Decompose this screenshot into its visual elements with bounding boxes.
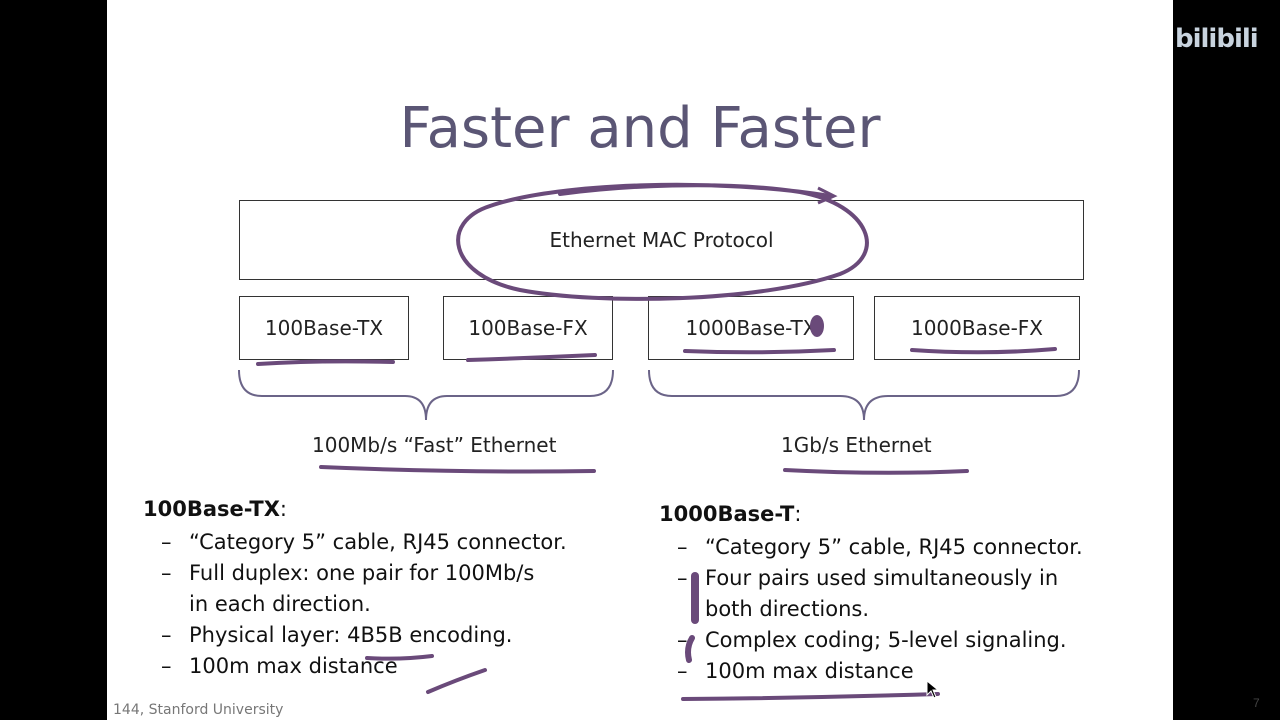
slide-title: Faster and Faster [399, 96, 881, 161]
bilibili-logo: bilibili [1175, 24, 1259, 54]
list-item-continuation: in each direction. [143, 589, 643, 620]
list-item: –“Category 5” cable, RJ45 connector. [659, 532, 1159, 563]
bullet-dash: – [161, 623, 172, 647]
list-item-text: “Category 5” cable, RJ45 connector. [705, 535, 1083, 559]
phy-box-label: 100Base-FX [468, 316, 588, 340]
group-label-gigabit-ethernet: 1Gb/s Ethernet [781, 433, 932, 457]
bullet-dash: – [161, 561, 172, 585]
phy-box-100base-tx: 100Base-TX [239, 296, 409, 360]
left-column-heading: 100Base-TX: [143, 497, 643, 521]
phy-box-1000base-tx: 1000Base-TX [648, 296, 854, 360]
left-heading-text: 100Base-TX [143, 497, 280, 521]
slide: Faster and Faster Ethernet MAC Protocol … [107, 0, 1260, 720]
mac-protocol-label: Ethernet MAC Protocol [549, 228, 774, 252]
phy-box-1000base-fx: 1000Base-FX [874, 296, 1080, 360]
right-heading-text: 1000Base-T [659, 502, 795, 526]
list-item-text: 100m max distance [705, 659, 914, 683]
phy-box-label: 1000Base-FX [910, 316, 1044, 340]
list-item: –Complex coding; 5-level signaling. [659, 625, 1159, 656]
bullet-dash: – [161, 654, 172, 678]
list-item-text: in each direction. [189, 592, 371, 616]
list-item-text: both directions. [705, 597, 870, 621]
list-item-text: Four pairs used simultaneously in [705, 566, 1059, 590]
phy-box-100base-fx: 100Base-FX [443, 296, 613, 360]
list-item: –Full duplex: one pair for 100Mb/s [143, 558, 643, 589]
slide-footer: 144, Stanford University [113, 702, 284, 718]
list-item: –100m max distance [143, 651, 643, 682]
phy-box-label: 1000Base-TX [685, 316, 817, 340]
list-item-text: 100m max distance [189, 654, 398, 678]
bullet-dash: – [677, 535, 688, 559]
bullet-dash: – [677, 628, 688, 652]
left-column: 100Base-TX: –“Category 5” cable, RJ45 co… [143, 497, 643, 682]
bullet-dash: – [161, 530, 172, 554]
phy-box-label: 100Base-TX [264, 316, 384, 340]
bullet-dash: – [677, 566, 688, 590]
mac-protocol-box: Ethernet MAC Protocol [239, 200, 1084, 280]
right-column-heading: 1000Base-T: [659, 502, 1159, 526]
list-item: –Four pairs used simultaneously in [659, 563, 1159, 594]
mouse-cursor-icon [926, 680, 940, 699]
page-number: 7 [1253, 696, 1260, 710]
bullet-dash: – [677, 659, 688, 683]
right-column: 1000Base-T: –“Category 5” cable, RJ45 co… [659, 502, 1159, 687]
list-item: –“Category 5” cable, RJ45 connector. [143, 527, 643, 558]
list-item-text: Complex coding; 5-level signaling. [705, 628, 1067, 652]
list-item-continuation: both directions. [659, 594, 1159, 625]
group-label-fast-ethernet: 100Mb/s “Fast” Ethernet [312, 433, 557, 457]
heading-colon: : [279, 497, 287, 521]
list-item-text: Physical layer: 4B5B encoding. [189, 623, 513, 647]
list-item-text: “Category 5” cable, RJ45 connector. [189, 530, 567, 554]
list-item: –Physical layer: 4B5B encoding. [143, 620, 643, 651]
list-item: –100m max distance [659, 656, 1159, 687]
heading-colon: : [794, 502, 802, 526]
list-item-text: Full duplex: one pair for 100Mb/s [189, 561, 535, 585]
